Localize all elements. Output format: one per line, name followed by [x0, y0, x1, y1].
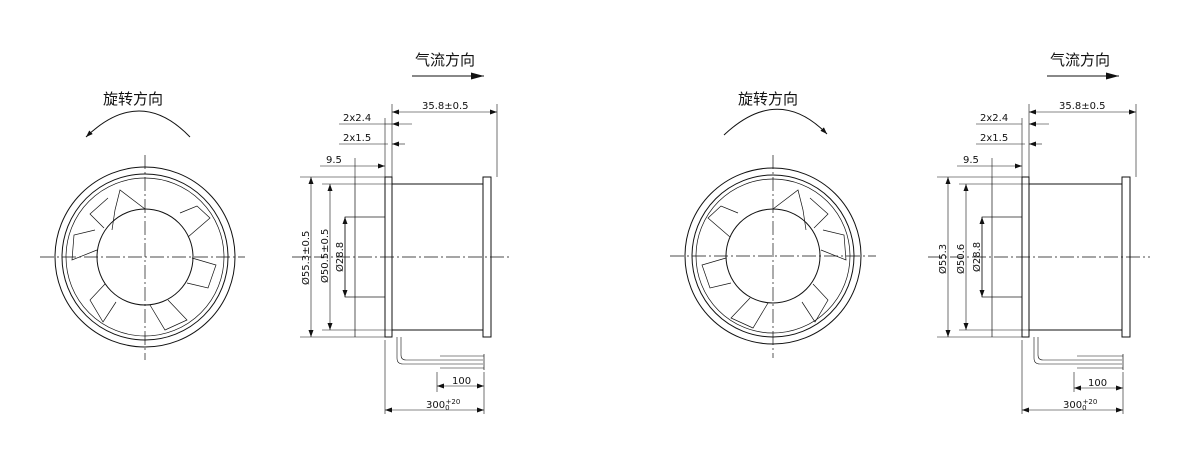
dim-inlet: 9.5	[963, 155, 979, 166]
dim-length: 35.8±0.5	[1059, 101, 1106, 112]
fan-blades	[71, 189, 217, 331]
rotation-arrow-ccw	[85, 110, 191, 138]
fan-drawing-2: 旋转方向 气流方向	[670, 51, 1150, 414]
dim-flange-b: 2x1.5	[980, 133, 1008, 144]
front-view-1: 旋转方向	[40, 90, 245, 360]
dim-outer-dia: Ø55.3±0.5	[300, 231, 312, 285]
dim-length: 35.8±0.5	[422, 101, 469, 112]
dim-flange-b: 2x1.5	[343, 133, 371, 144]
dim-lead-short: 100	[452, 376, 471, 387]
dim-outer-dia: Ø55.3	[937, 244, 949, 274]
dim-inlet: 9.5	[326, 155, 342, 166]
dim-lead-short: 100	[1088, 378, 1107, 389]
rotation-direction-label: 旋转方向	[103, 90, 163, 108]
lead-wire	[1033, 337, 1122, 365]
dim-flange-a: 2x2.4	[980, 113, 1008, 124]
rotation-direction-label: 旋转方向	[738, 90, 798, 108]
front-view-2: 旋转方向	[670, 90, 876, 358]
side-view-1: 气流方向 35.8±0.5 2x2.4	[292, 51, 510, 414]
airflow-direction-label: 气流方向	[1050, 51, 1110, 69]
airflow-direction-label: 气流方向	[415, 51, 475, 69]
dim-hub-dia: Ø28.8	[334, 242, 346, 272]
dim-inner-dia: Ø50.6	[955, 244, 967, 274]
dim-lead-long: 3000+20	[1063, 398, 1097, 412]
rotation-arrow-cw	[723, 108, 828, 136]
lead-wire	[396, 337, 483, 365]
fan-drawing-1: 旋转方向 气流方向	[40, 51, 510, 414]
dim-flange-a: 2x2.4	[343, 113, 371, 124]
dim-lead-long: 3000+20	[426, 398, 460, 412]
dim-hub-dia: Ø28.8	[971, 242, 983, 272]
fan-blades	[701, 189, 847, 329]
dim-inner-dia: Ø50.5±0.5	[319, 229, 331, 283]
side-view-2: 气流方向 35.8±0.5 2x2.4 2x1.5	[928, 51, 1150, 414]
